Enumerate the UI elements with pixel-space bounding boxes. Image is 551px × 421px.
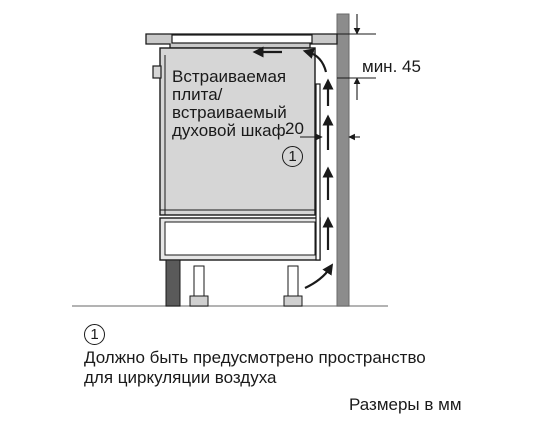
dimension-min-45 — [337, 14, 376, 100]
appliance-body — [152, 47, 316, 216]
air-arrow-curve — [302, 48, 328, 73]
appliance-label-line-4: духовой шкаф — [172, 121, 286, 140]
appliance-label-line-2: плита/ — [172, 85, 223, 104]
min-clearance-label: мин. 45 — [362, 57, 421, 76]
air-arrow-inlet — [304, 263, 334, 289]
appliance-label-line-1: Встраиваемая — [172, 67, 287, 86]
wall — [336, 13, 350, 307]
legend-marker: 1 — [84, 324, 105, 345]
legend-line-1: Должно быть предусмотрено пространство — [84, 348, 426, 367]
rear-panel — [315, 83, 321, 261]
legend-line-2: для циркуляции воздуха — [84, 368, 277, 387]
drawer — [159, 217, 321, 261]
worktop — [145, 33, 338, 49]
appliance-label-line-3: встраиваемый — [172, 103, 287, 122]
gap-label: 20 — [285, 119, 304, 138]
units-note: Размеры в мм — [349, 395, 462, 414]
airflow-arrows — [252, 46, 334, 289]
cabinet-feet — [165, 259, 303, 307]
air-circulation-marker: 1 — [282, 146, 303, 167]
